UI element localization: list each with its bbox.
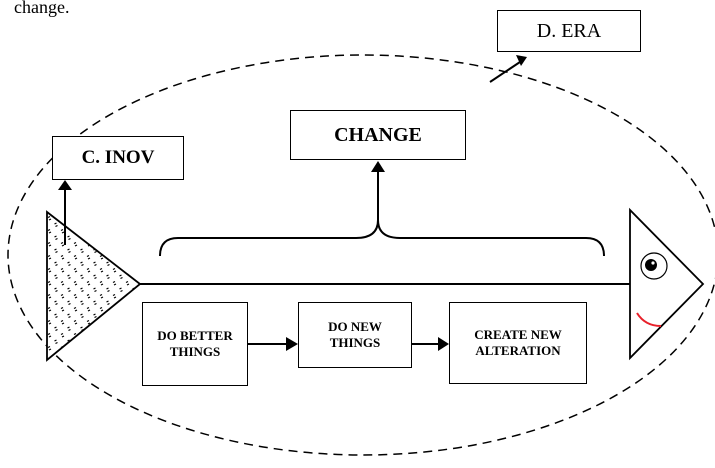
fish-head-triangle	[629, 207, 705, 361]
arrow-step-1-to-2-head	[286, 337, 298, 351]
fish-tail-triangle	[46, 210, 142, 362]
era-box: D. ERA	[497, 10, 641, 52]
change-box: CHANGE	[290, 110, 466, 160]
arrow-step-2-to-3-head	[438, 337, 449, 351]
step-do-new-things: DO NEW THINGS	[298, 302, 412, 368]
step-create-new-alteration: CREATE NEW ALTERATION	[449, 302, 587, 384]
step-do-better-things: DO BETTER THINGS	[142, 302, 248, 386]
arrow-to-era-head	[516, 55, 527, 66]
inov-box: C. INOV	[52, 136, 184, 180]
arrow-to-era	[489, 59, 524, 83]
arrow-to-inov-head	[58, 180, 72, 190]
dashed-boundary-ellipse	[7, 54, 715, 456]
change-brace	[159, 219, 605, 257]
arrow-to-change-head	[371, 161, 385, 172]
smile-icon	[636, 312, 662, 327]
eye-icon	[640, 252, 668, 280]
caption-fragment: change.	[14, 0, 70, 17]
